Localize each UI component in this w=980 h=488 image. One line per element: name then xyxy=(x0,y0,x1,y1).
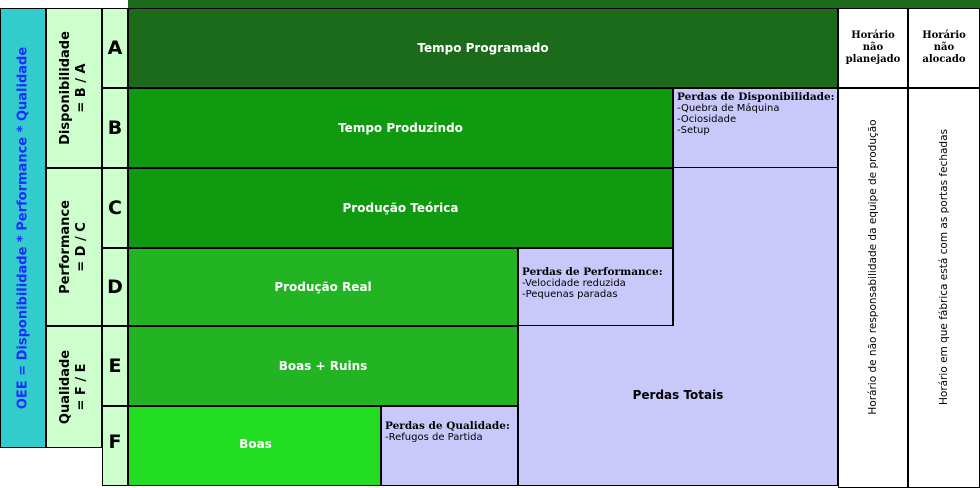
bar-producao-teorica: Produção Teórica xyxy=(128,168,673,248)
letter-f-cell: F xyxy=(102,406,128,486)
loss-disponibilidade: Perdas de Disponibilidade: -Quebra de Má… xyxy=(673,88,838,168)
column-nao-planejado: Horário de não responsabilidade da equip… xyxy=(838,88,908,488)
letter-e-cell: E xyxy=(102,326,128,406)
loss-performance-title: Perdas de Performance: xyxy=(522,266,663,278)
letter-c: C xyxy=(108,197,122,219)
letter-b: B xyxy=(107,117,123,139)
group-qualidade-label: Qualidade = F / E xyxy=(58,349,89,425)
column-nao-planejado-text: Horário de não responsabilidade da equip… xyxy=(867,119,879,415)
group-performance: Performance = D / C xyxy=(46,168,102,326)
loss-performance: Perdas de Performance: -Velocidade reduz… xyxy=(518,248,673,326)
oee-formula: OEE = Disponibilidade * Performance * Qu… xyxy=(15,46,31,410)
perdas-totais: Perdas Totais xyxy=(518,326,838,486)
letter-b-cell: B xyxy=(102,88,128,168)
bar-tempo-produzindo-label: Tempo Produzindo xyxy=(338,121,463,135)
letter-c-cell: C xyxy=(102,168,128,248)
column-nao-alocado-text: Horário em que fábrica está com as porta… xyxy=(938,129,950,405)
loss-disponibilidade-item: -Ociosidade xyxy=(677,114,737,125)
loss-performance-item: -Velocidade reduzida xyxy=(522,278,626,289)
bar-boas-ruins-label: Boas + Ruins xyxy=(278,359,368,373)
header-nao-planejado: Horário não planejado xyxy=(838,8,908,88)
bar-tempo-programado-label: Tempo Programado xyxy=(417,41,549,55)
perdas-totais-label: Perdas Totais xyxy=(632,388,724,402)
loss-disponibilidade-title: Perdas de Disponibilidade: xyxy=(677,91,835,103)
bar-tempo-produzindo: Tempo Produzindo xyxy=(128,88,673,168)
loss-qualidade-title: Perdas de Qualidade: xyxy=(385,420,510,432)
group-disponibilidade-label: Disponibilidade = B / A xyxy=(58,31,89,145)
letter-a: A xyxy=(107,37,123,59)
group-disponibilidade: Disponibilidade = B / A xyxy=(46,8,102,168)
bar-boas-label: Boas xyxy=(239,437,272,451)
column-nao-alocado: Horário em que fábrica está com as porta… xyxy=(908,88,980,488)
loss-disponibilidade-item: -Quebra de Máquina xyxy=(677,103,780,114)
oee-column: OEE = Disponibilidade * Performance * Qu… xyxy=(0,8,46,448)
header-nao-alocado-label: Horário não alocado xyxy=(922,30,966,65)
loss-performance-item: -Pequenas paradas xyxy=(522,289,618,300)
perdas-totais-upper xyxy=(673,168,838,326)
bar-boas: Boas xyxy=(128,406,381,486)
letter-e: E xyxy=(108,355,122,377)
header-nao-alocado: Horário não alocado xyxy=(908,8,980,88)
letter-f: F xyxy=(108,431,122,453)
letter-a-cell: A xyxy=(102,8,128,88)
letter-d: D xyxy=(107,276,123,298)
bar-boas-ruins: Boas + Ruins xyxy=(128,326,518,406)
group-performance-label: Performance = D / C xyxy=(58,200,89,294)
letter-d-cell: D xyxy=(102,248,128,326)
loss-qualidade: Perdas de Qualidade: -Refugos de Partida xyxy=(381,406,518,486)
loss-qualidade-item: -Refugos de Partida xyxy=(385,432,483,443)
bar-producao-real-label: Produção Real xyxy=(274,280,372,294)
bar-tempo-programado: Tempo Programado xyxy=(128,8,838,88)
bar-producao-teorica-label: Produção Teórica xyxy=(342,201,459,215)
bar-producao-real: Produção Real xyxy=(128,248,518,326)
loss-disponibilidade-item: -Setup xyxy=(677,125,710,136)
group-qualidade: Qualidade = F / E xyxy=(46,326,102,448)
header-nao-planejado-label: Horário não planejado xyxy=(845,30,901,65)
top-strip xyxy=(128,0,980,8)
